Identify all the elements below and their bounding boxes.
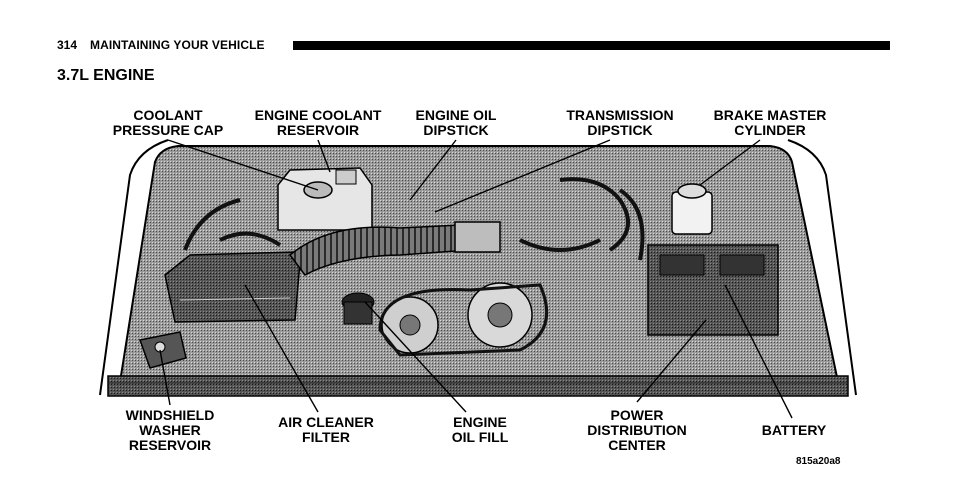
leader-engine-oil-fill	[364, 301, 467, 413]
page-number: 314	[57, 38, 78, 52]
leader-lines	[159, 139, 793, 419]
section-title: 3.7L ENGINE	[57, 67, 155, 84]
leader-engine-oil-dipstick	[409, 139, 457, 201]
battery-shape	[647, 244, 779, 336]
alternator	[378, 282, 549, 357]
label-transmission-dipstick: TRANSMISSION DIPSTICK	[566, 107, 674, 138]
chapter-title: MAINTAINING YOUR VEHICLE	[90, 38, 265, 52]
washer-reservoir-shape	[139, 331, 187, 369]
label-engine-oil-fill: ENGINE OIL FILL	[451, 414, 509, 445]
label-windshield-washer-reservoir: WINDSHIELD WASHER RESERVOIR	[125, 407, 215, 453]
leader-battery	[724, 284, 793, 419]
label-power-distribution-center: POWER DISTRIBUTION CENTER	[587, 407, 687, 453]
leader-power-distribution-center	[636, 319, 707, 403]
air-cleaner-box	[164, 251, 301, 323]
leader-brake-master-cylinder	[699, 139, 761, 186]
oil-fill-cap-shape	[341, 292, 375, 325]
leader-engine-coolant-reservoir	[317, 139, 331, 173]
leader-air-cleaner-filter	[244, 284, 319, 413]
label-coolant-pressure-cap: COOLANT PRESSURE CAP	[112, 107, 224, 138]
hoses	[183, 177, 645, 261]
leader-coolant-pressure-cap	[167, 139, 319, 191]
label-brake-master-cylinder: BRAKE MASTER CYLINDER	[713, 107, 827, 138]
leader-transmission-dipstick	[434, 139, 611, 213]
coolant-reservoir	[277, 167, 373, 231]
label-engine-oil-dipstick: ENGINE OIL DIPSTICK	[415, 107, 497, 138]
page-header: 314 MAINTAINING YOUR VEHICLE	[57, 37, 890, 53]
brake-master-cylinder-shape	[671, 183, 713, 235]
leader-windshield-washer-reservoir	[159, 349, 171, 406]
air-intake-duct	[288, 221, 501, 276]
label-battery: BATTERY	[761, 422, 827, 438]
figure-code: 815a20a8	[796, 456, 841, 467]
label-air-cleaner-filter: AIR CLEANER FILTER	[278, 414, 374, 445]
label-engine-coolant-reservoir: ENGINE COOLANT RESERVOIR	[254, 107, 382, 138]
header-rule	[293, 41, 890, 50]
